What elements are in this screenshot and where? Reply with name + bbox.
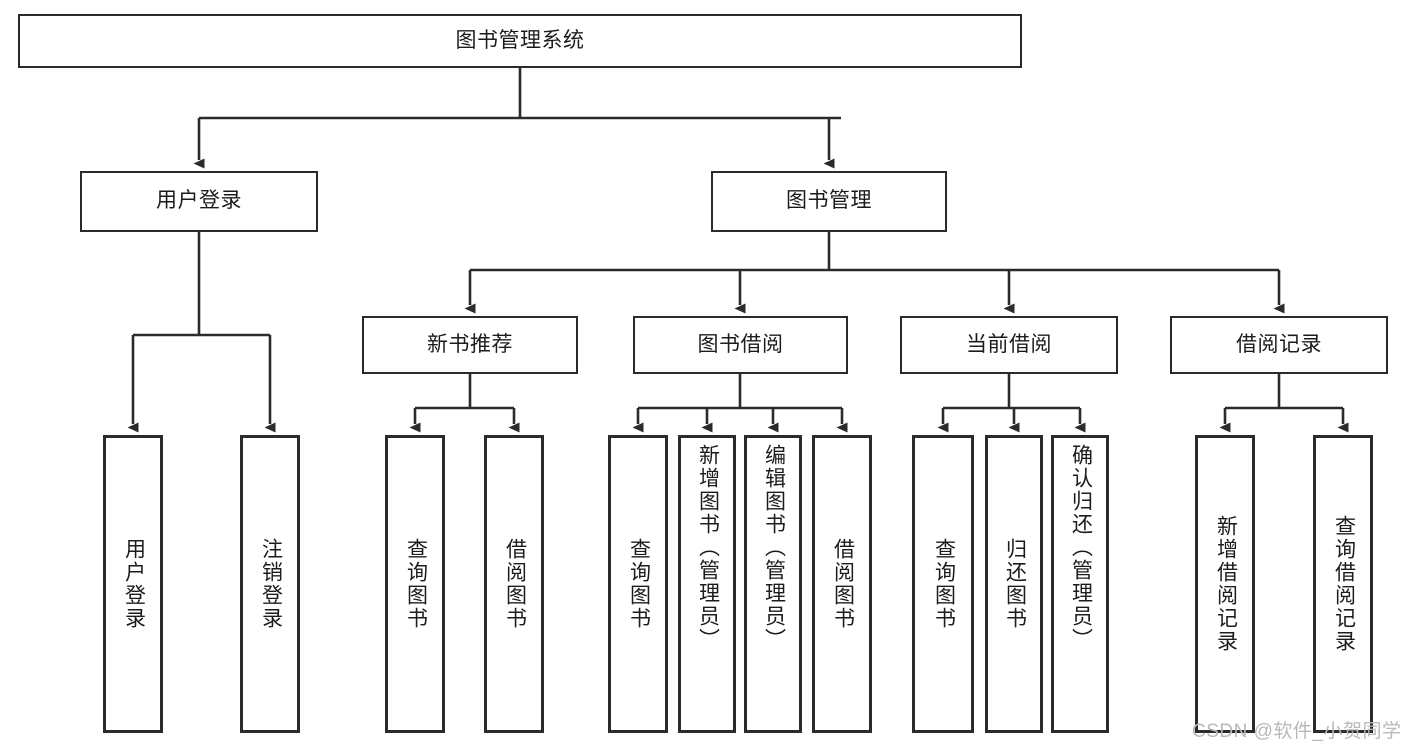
leaf-query-books-current[interactable]: 查询图书 [912,435,974,733]
node-label: 借阅记录 [1236,332,1322,356]
leaf-label: 新增借阅记录 [1214,515,1238,653]
leaf-label: 归还图书 [1003,538,1027,630]
leaf-add-book-admin[interactable]: 新增图书（管理员） [678,435,736,733]
node-book-borrowing[interactable]: 图书借阅 [633,316,848,374]
leaf-borrow-books-new[interactable]: 借阅图书 [484,435,544,733]
leaf-label: 查询借阅记录 [1332,515,1356,653]
node-new-book-recommendation[interactable]: 新书推荐 [362,316,578,374]
node-label: 用户登录 [156,189,242,213]
node-label: 当前借阅 [966,332,1052,356]
node-label: 图书借阅 [697,332,784,356]
node-book-management[interactable]: 图书管理 [711,171,947,232]
node-current-borrowing[interactable]: 当前借阅 [900,316,1118,374]
leaf-label: 借阅图书 [503,538,527,630]
leaf-confirm-return-admin[interactable]: 确认归还（管理员） [1051,435,1109,733]
node-label: 图书管理 [786,189,872,213]
leaf-label: 查询图书 [404,538,428,630]
leaf-label: 查询图书 [932,538,956,630]
leaf-query-books-borrow[interactable]: 查询图书 [608,435,668,733]
node-label: 图书管理系统 [455,28,585,52]
leaf-borrow-books[interactable]: 借阅图书 [812,435,872,733]
leaf-query-books-new[interactable]: 查询图书 [385,435,445,733]
leaf-label: 用户登录 [122,538,146,630]
leaf-return-books[interactable]: 归还图书 [985,435,1043,733]
node-borrow-records[interactable]: 借阅记录 [1170,316,1388,374]
leaf-label: 查询图书 [627,538,651,630]
leaf-user-login[interactable]: 用户登录 [103,435,163,733]
leaf-query-borrow-record[interactable]: 查询借阅记录 [1313,435,1373,733]
leaf-label: 注销登录 [259,538,283,630]
leaf-logout[interactable]: 注销登录 [240,435,300,733]
leaf-edit-book-admin[interactable]: 编辑图书（管理员） [744,435,802,733]
leaf-label: 新增图书（管理员） [696,444,720,651]
leaf-add-borrow-record[interactable]: 新增借阅记录 [1195,435,1255,733]
node-root-book-management-system[interactable]: 图书管理系统 [18,14,1022,68]
leaf-label: 确认归还（管理员） [1069,444,1093,651]
node-user-login[interactable]: 用户登录 [80,171,318,232]
leaf-label: 编辑图书（管理员） [762,444,786,651]
node-label: 新书推荐 [427,332,513,356]
leaf-label: 借阅图书 [831,538,855,630]
